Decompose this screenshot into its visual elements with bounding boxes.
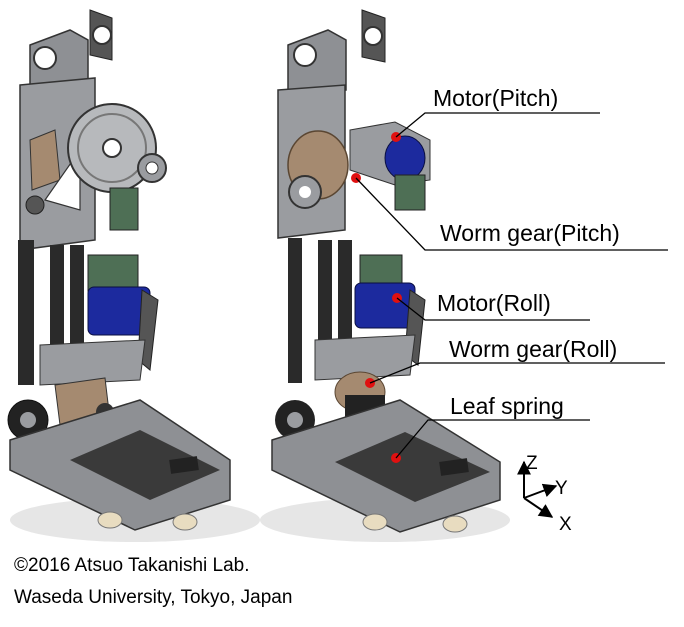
callout-motor-pitch: Motor(Pitch): [391, 85, 600, 142]
callout-worm-gear-roll: Worm gear(Roll): [365, 336, 665, 388]
leader-worm-gear-pitch: [355, 177, 668, 251]
label-motor-pitch: Motor(Pitch): [433, 85, 558, 111]
label-worm-gear-pitch: Worm gear(Pitch): [440, 220, 620, 246]
label-worm-gear-roll: Worm gear(Roll): [449, 336, 617, 362]
callout-leaf-spring: Leaf spring: [391, 393, 590, 463]
y-axis-label: Y: [555, 478, 568, 499]
callout-motor-roll: Motor(Roll): [392, 290, 590, 321]
y-axis-arrow: [523, 483, 558, 499]
coordinate-axes: Z Y X: [517, 453, 572, 535]
leader-worm-gear-roll: [369, 362, 665, 384]
callout-worm-gear-pitch: Worm gear(Pitch): [351, 173, 668, 251]
z-axis-label: Z: [526, 453, 538, 474]
x-axis-label: X: [559, 514, 572, 535]
credit-line-1: ©2016 Atsuo Takanishi Lab.: [14, 555, 250, 576]
x-axis-arrow: [523, 497, 554, 518]
leader-motor-roll: [396, 297, 590, 321]
leader-motor-pitch: [395, 112, 600, 138]
credit-line-2: Waseda University, Tokyo, Japan: [14, 587, 293, 608]
label-motor-roll: Motor(Roll): [437, 290, 551, 316]
label-leaf-spring: Leaf spring: [450, 393, 564, 419]
left-leg-assembly: [7, 9, 260, 542]
leader-leaf-spring: [395, 419, 590, 459]
